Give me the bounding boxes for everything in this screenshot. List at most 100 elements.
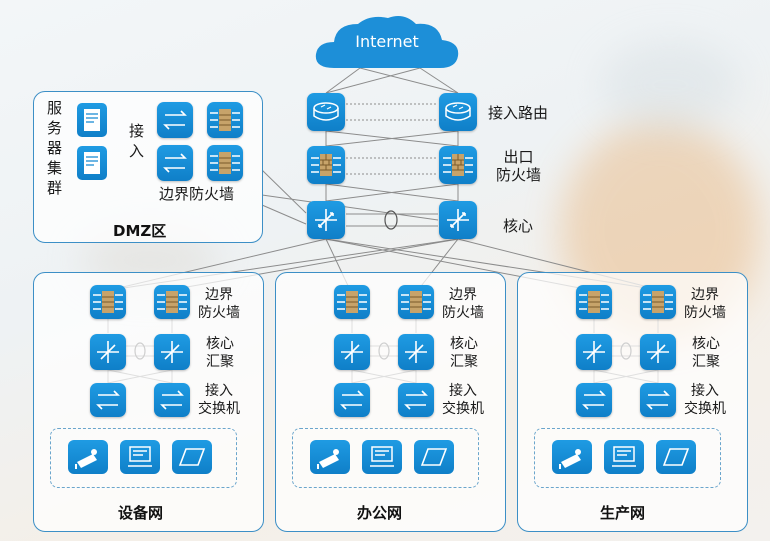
core-switch-right[interactable] (439, 201, 477, 239)
exit-firewall-left[interactable] (307, 146, 345, 184)
access-router-left[interactable] (307, 93, 345, 131)
server-cluster-char: 群 (47, 179, 63, 197)
zone3-agg-label-line1: 核心 (692, 336, 720, 352)
access-switch-icon (160, 390, 184, 410)
zone1-access-label-line1: 接入 (205, 383, 233, 399)
server-top[interactable] (77, 103, 107, 137)
access-switch-icon (646, 390, 670, 410)
terminal-icon (128, 446, 152, 467)
dmz-edge-firewall-label: 边界防火墙 (159, 185, 235, 203)
zone1-access-right[interactable] (154, 383, 190, 417)
exit-firewall-label: 出口 防火墙 (496, 148, 541, 184)
zone2-access-label-line1: 接入 (449, 383, 477, 399)
cloud-icon (315, 16, 459, 68)
dmz-access-char: 入 (129, 142, 145, 160)
firewall-icon (579, 291, 609, 313)
zone1-camera[interactable] (68, 440, 108, 474)
dmz-access-char: 接 (129, 122, 145, 140)
zone1-agg-label: 核心 汇聚 (206, 335, 234, 371)
zone2-access-left[interactable] (334, 383, 370, 417)
zone2-agg-right[interactable] (398, 334, 434, 370)
zone2-title: 办公网 (357, 504, 403, 522)
zone3-access-label: 接入 交换机 (684, 382, 726, 418)
zone2-camera[interactable] (310, 440, 350, 474)
zone3-access-label-line2: 交换机 (684, 401, 726, 417)
zone2-access-label: 接入 交换机 (442, 382, 484, 418)
zone1-agg-right[interactable] (154, 334, 190, 370)
core-switch-icon (447, 209, 469, 231)
zone1-agg-label-line1: 核心 (206, 336, 234, 352)
zone3-firewall-left[interactable] (576, 285, 612, 319)
server-cluster-char: 务 (47, 119, 63, 137)
exit-firewall-label-line2: 防火墙 (496, 166, 542, 184)
zone1-firewall-right[interactable] (154, 285, 190, 319)
camera-icon (317, 449, 339, 469)
access-switch-icon (404, 390, 428, 410)
core-label: 核心 (503, 217, 534, 235)
core-switch-left[interactable] (307, 201, 345, 239)
zone3-firewall-right[interactable] (640, 285, 676, 319)
internet-cloud: Internet (312, 14, 462, 70)
dmz-access-switch-top[interactable] (157, 102, 193, 138)
zone3-pos-terminal[interactable] (604, 440, 644, 474)
zone2-pos-terminal[interactable] (362, 440, 402, 474)
router-icon (445, 102, 471, 121)
tablet-icon (662, 448, 690, 466)
firewall-icon (643, 291, 673, 313)
core-switch-icon (583, 341, 605, 363)
zone1-firewall-left[interactable] (90, 285, 126, 319)
zone3-camera[interactable] (552, 440, 592, 474)
zone3-access-right[interactable] (640, 383, 676, 417)
access-switch-icon (163, 153, 187, 173)
zone2-access-right[interactable] (398, 383, 434, 417)
core-switch-icon (405, 341, 427, 363)
zone2-firewall-label-line1: 边界 (449, 287, 477, 303)
zone1-firewall-label-line1: 边界 (205, 287, 233, 303)
access-router-right[interactable] (439, 93, 477, 131)
zone2-firewall-label: 边界 防火墙 (442, 286, 484, 322)
dmz-access-switch-bottom[interactable] (157, 145, 193, 181)
zone2-firewall-label-line2: 防火墙 (442, 305, 484, 321)
server-bottom[interactable] (77, 146, 107, 180)
zone2-agg-left[interactable] (334, 334, 370, 370)
zone2-agg-label-line2: 汇聚 (450, 354, 478, 370)
server-cluster-char: 服 (47, 99, 63, 117)
server-cluster-label: 服 务 器 集 群 (47, 98, 63, 198)
zone2-tablet[interactable] (414, 440, 454, 474)
terminal-icon (612, 446, 636, 467)
zone3-agg-label-line2: 汇聚 (692, 354, 720, 370)
firewall-icon (93, 291, 123, 313)
zone3-access-left[interactable] (576, 383, 612, 417)
zone-panel-production (517, 272, 748, 532)
zone2-firewall-right[interactable] (398, 285, 434, 319)
zone1-agg-left[interactable] (90, 334, 126, 370)
firewall-icon (311, 154, 341, 176)
access-switch-icon (163, 110, 187, 130)
tablet-icon (178, 448, 206, 466)
zone3-agg-left[interactable] (576, 334, 612, 370)
zone3-terminal-group (534, 428, 721, 488)
terminal-icon (370, 446, 394, 467)
exit-firewall-right[interactable] (439, 146, 477, 184)
zone2-terminal-group (292, 428, 479, 488)
zone3-tablet[interactable] (656, 440, 696, 474)
zone2-agg-label-line1: 核心 (450, 336, 478, 352)
dmz-firewall-top[interactable] (207, 102, 243, 138)
server-cluster-char: 集 (47, 159, 63, 177)
zone1-access-left[interactable] (90, 383, 126, 417)
server-icon (84, 109, 100, 131)
zone3-firewall-label-line2: 防火墙 (684, 305, 726, 321)
zone3-firewall-label: 边界 防火墙 (684, 286, 726, 322)
zone3-agg-right[interactable] (640, 334, 676, 370)
zone1-title: 设备网 (118, 504, 164, 522)
zone2-firewall-left[interactable] (334, 285, 370, 319)
zone-panel-office (275, 272, 506, 532)
tablet-icon (420, 448, 448, 466)
zone1-pos-terminal[interactable] (120, 440, 160, 474)
core-switch-icon (97, 341, 119, 363)
dmz-firewall-bottom[interactable] (207, 145, 243, 181)
zone1-tablet[interactable] (172, 440, 212, 474)
core-switch-icon (341, 341, 363, 363)
zone2-agg-label: 核心 汇聚 (450, 335, 478, 371)
access-switch-icon (340, 390, 364, 410)
